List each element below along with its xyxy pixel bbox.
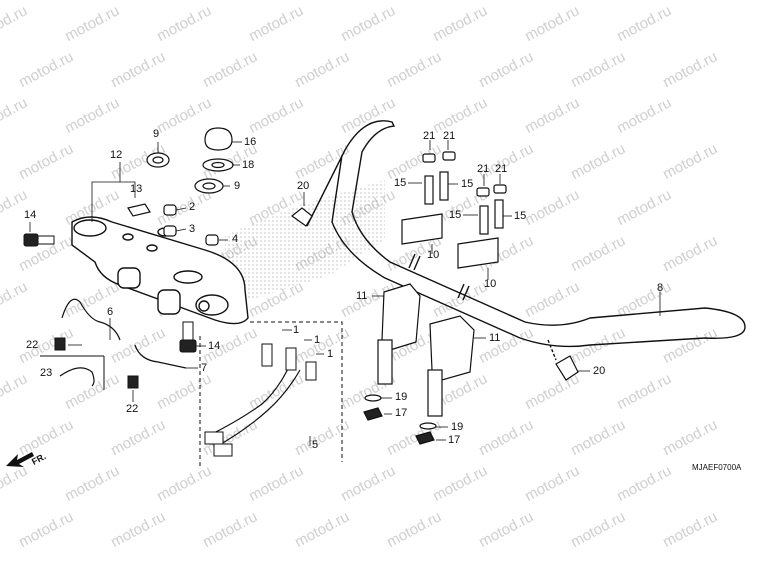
bolt-14-left: [23, 233, 55, 247]
callout-13: 13: [130, 183, 143, 195]
callout-11-b: 11: [489, 332, 501, 344]
callout-21-d: 21: [495, 163, 508, 175]
callout-1-b: 1: [314, 334, 321, 346]
callout-15-c: 15: [449, 209, 462, 221]
callout-17-a: 17: [395, 407, 408, 419]
callout-23: 23: [40, 367, 53, 379]
callout-1-c: 1: [327, 348, 334, 360]
callout-7: 7: [201, 362, 208, 374]
callout-20-top: 20: [297, 180, 310, 192]
callout-20-right: 20: [593, 365, 606, 377]
callout-21-c: 21: [477, 163, 490, 175]
callout-6: 6: [107, 306, 114, 318]
handlebar: [306, 120, 746, 361]
upper-holders-10: [401, 151, 507, 269]
callout-14-left: 14: [24, 209, 37, 221]
callout-10-b: 10: [484, 278, 497, 290]
callout-15-d: 15: [514, 210, 527, 222]
callout-8: 8: [657, 282, 664, 294]
front-arrow-icon: [6, 452, 34, 467]
bolt-22-b: [127, 375, 139, 389]
callout-11-a: 11: [356, 290, 368, 302]
clips-20: [291, 207, 579, 381]
callout-19-b: 19: [451, 421, 464, 433]
callout-15-b: 15: [461, 178, 474, 190]
callout-9-top: 9: [153, 128, 160, 140]
callout-12: 12: [110, 149, 123, 161]
callout-22-b: 22: [126, 403, 139, 415]
harness-box-5: [199, 321, 343, 466]
leader-lines: [29, 140, 661, 446]
callout-10-a: 10: [427, 249, 440, 261]
inset-23: [40, 355, 105, 390]
bolt-14-lower: [179, 321, 197, 353]
lower-holders-11: [363, 283, 475, 445]
callout-21-b: 21: [443, 130, 456, 142]
callout-3: 3: [189, 223, 196, 235]
callout-5: 5: [312, 439, 319, 451]
callout-22-a: 22: [26, 339, 39, 351]
callout-1-a: 1: [293, 324, 300, 336]
callout-21-a: 21: [423, 130, 436, 142]
callout-17-b: 17: [448, 434, 461, 446]
callout-19-a: 19: [395, 391, 408, 403]
callout-15-a: 15: [394, 177, 407, 189]
callout-2: 2: [189, 201, 196, 213]
small-parts: [127, 127, 234, 246]
callout-4: 4: [232, 233, 239, 245]
shading-area: [225, 180, 385, 300]
callout-18: 18: [242, 159, 255, 171]
diagram-code: MJAEF0700A: [692, 463, 742, 472]
callout-14-lower: 14: [208, 340, 221, 352]
callout-16: 16: [244, 136, 257, 148]
callout-9-bottom: 9: [234, 180, 241, 192]
top-bridge: [71, 216, 249, 325]
bolt-22-a: [54, 337, 66, 351]
